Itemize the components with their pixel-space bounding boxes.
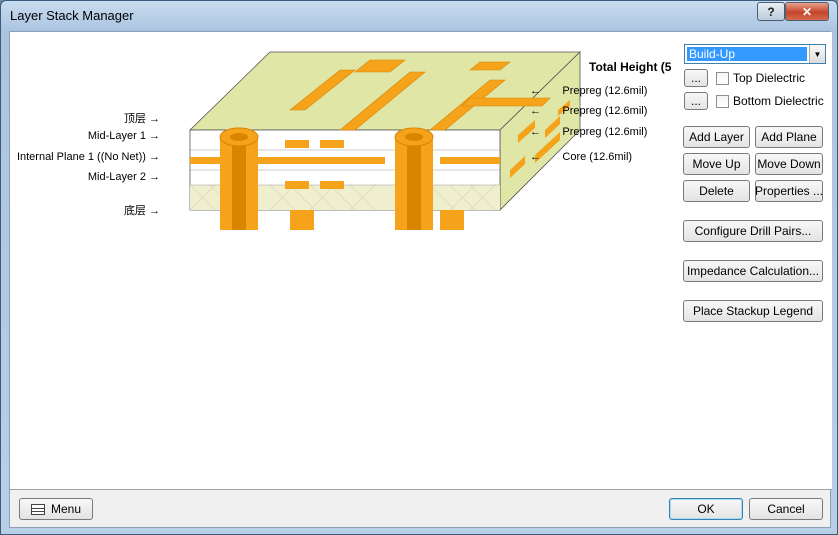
layer-label-mid1: Mid-Layer 1 → — [87, 130, 160, 142]
top-trace — [354, 59, 406, 73]
menu-button-label: Menu — [50, 502, 82, 516]
ok-button[interactable]: OK — [669, 498, 743, 520]
dielectric-label: ← Prepreg (12.6mil) — [530, 85, 648, 97]
dielectric-label: ← Core (12.6mil) — [530, 151, 633, 163]
add-layer-button[interactable]: Add Layer — [683, 126, 750, 148]
dialog-client-area: 顶层 → Mid-Layer 1 → Internal Plane 1 ((No… — [9, 31, 832, 528]
stack-drawing-area: 顶层 → Mid-Layer 1 → Internal Plane 1 ((No… — [10, 32, 832, 490]
mid-layer-pad — [320, 181, 344, 189]
top-dielectric-row[interactable]: Top Dielectric — [716, 71, 805, 85]
total-height-label: Total Height (5 — [589, 60, 672, 74]
window-title: Layer Stack Manager — [10, 8, 134, 23]
mid-layer-pad — [285, 140, 309, 148]
plane-segment — [255, 157, 385, 164]
add-plane-button[interactable]: Add Plane — [755, 126, 823, 148]
top-trace — [461, 97, 551, 107]
title-bar[interactable]: Layer Stack Manager ? ✕ — [1, 1, 837, 31]
pcb-stack-diagram — [189, 51, 581, 230]
impedance-calculation-button[interactable]: Impedance Calculation... — [683, 260, 823, 282]
layer-label-bottom: 底层 → — [123, 205, 160, 217]
bottom-dielectric-ellipsis-button[interactable]: ... — [684, 92, 708, 110]
menu-button[interactable]: Menu — [19, 498, 93, 520]
chevron-down-icon[interactable]: ▼ — [809, 45, 825, 63]
top-trace — [469, 61, 511, 71]
help-button[interactable]: ? — [757, 2, 785, 21]
place-stackup-legend-button[interactable]: Place Stackup Legend — [683, 300, 823, 322]
top-trace — [289, 69, 356, 111]
bottom-dielectric-checkbox[interactable] — [716, 94, 729, 108]
dialog-footer: Menu OK Cancel — [10, 490, 830, 527]
top-dielectric-label: Top Dielectric — [733, 71, 806, 85]
bottom-pad — [290, 210, 314, 230]
bottom-dielectric-label: Bottom Dielectric — [733, 94, 824, 108]
top-dielectric-checkbox[interactable] — [716, 71, 729, 85]
configure-drill-pairs-button[interactable]: Configure Drill Pairs... — [683, 220, 823, 242]
bottom-pad — [440, 210, 464, 230]
bottom-dielectric-row[interactable]: Bottom Dielectric — [716, 94, 824, 108]
cancel-button[interactable]: Cancel — [749, 498, 823, 520]
layer-label-top: 顶层 → — [123, 113, 160, 125]
delete-button[interactable]: Delete — [683, 180, 750, 202]
move-up-button[interactable]: Move Up — [683, 153, 750, 175]
via-left — [219, 127, 259, 230]
mid-layer-pad — [320, 140, 344, 148]
properties-button[interactable]: Properties ... — [755, 180, 823, 202]
dielectric-label: ← Prepreg (12.6mil) — [530, 126, 648, 138]
menu-icon — [30, 503, 45, 515]
mode-select[interactable]: Build-Up ▼ — [684, 44, 826, 64]
top-dielectric-ellipsis-button[interactable]: ... — [684, 69, 708, 87]
mid-layer-pad — [285, 181, 309, 189]
plane-segment — [440, 157, 500, 164]
via-right — [394, 127, 434, 230]
layer-label-plane1: Internal Plane 1 ((No Net)) → — [16, 151, 160, 163]
layer-label-mid2: Mid-Layer 2 → — [87, 171, 160, 183]
mode-select-value: Build-Up — [687, 47, 807, 61]
move-down-button[interactable]: Move Down — [755, 153, 823, 175]
dielectric-label: ← Prepreg (12.6mil) — [530, 105, 648, 117]
plane-segment — [190, 157, 225, 164]
close-button[interactable]: ✕ — [785, 2, 829, 21]
top-trace — [339, 71, 426, 131]
